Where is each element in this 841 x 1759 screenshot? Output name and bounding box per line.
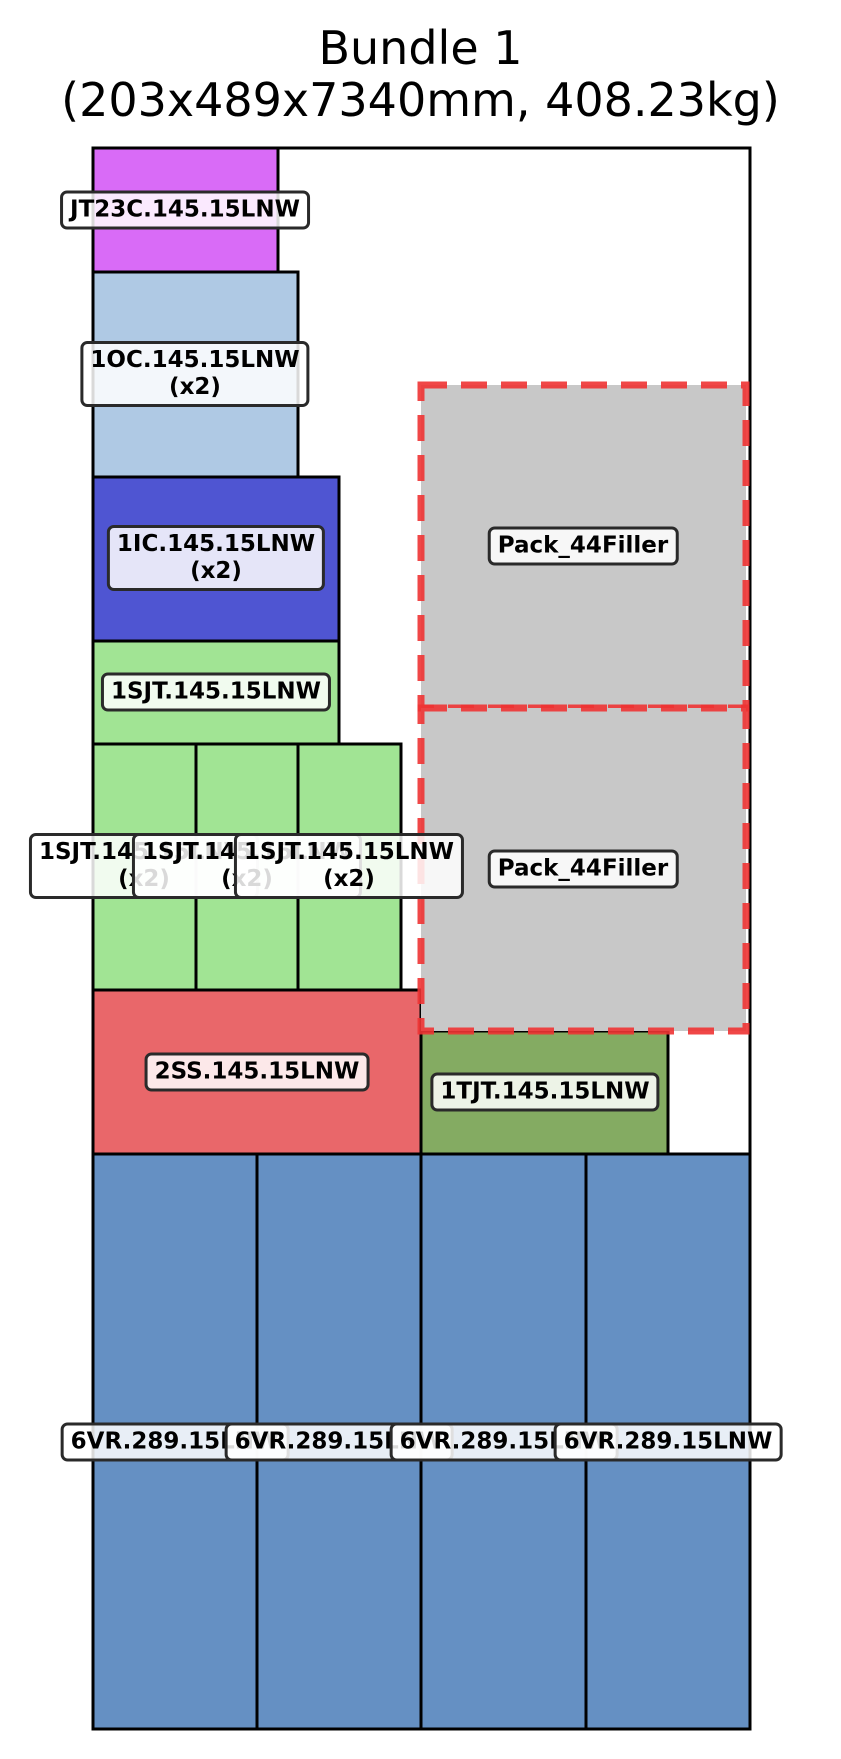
bundle-title: Bundle 1 (203x489x7340mm, 408.23kg) xyxy=(0,22,841,126)
label-ss-text: 2SS.145.15LNW xyxy=(154,1058,360,1085)
label-sjt-top-text: 1SJT.145.15LNW xyxy=(110,678,322,705)
label-sjt-top: 1SJT.145.15LNW xyxy=(100,672,332,712)
bundle-title-name: Bundle 1 xyxy=(318,21,523,75)
label-sjt-col-3-qty: (x2) xyxy=(323,866,375,892)
label-tjt-text: 1TJT.145.15LNW xyxy=(440,1078,650,1105)
label-oc: 1OC.145.15LNW (x2) xyxy=(80,341,310,407)
label-ic-text: 1IC.145.15LNW xyxy=(116,531,316,557)
label-vr-4: 6VR.289.15LNW xyxy=(553,1422,783,1462)
bundle-title-dims: (203x489x7340mm, 408.23kg) xyxy=(61,73,780,127)
label-ic-qty: (x2) xyxy=(190,558,242,584)
label-sjt-col-3-text: 1SJT.145.15LNW xyxy=(243,839,455,865)
label-filler-top-text: Pack_44Filler xyxy=(497,532,669,559)
label-ss: 2SS.145.15LNW xyxy=(144,1052,370,1092)
label-filler-bottom-text: Pack_44Filler xyxy=(497,855,669,882)
label-jt23c-text: JT23C.145.15LNW xyxy=(70,196,300,223)
label-oc-qty: (x2) xyxy=(169,374,221,400)
label-jt23c: JT23C.145.15LNW xyxy=(60,190,310,230)
label-oc-text: 1OC.145.15LNW xyxy=(90,347,300,373)
label-tjt: 1TJT.145.15LNW xyxy=(430,1072,660,1112)
label-vr-4-text: 6VR.289.15LNW xyxy=(563,1428,773,1455)
label-filler-top: Pack_44Filler xyxy=(487,526,679,566)
label-ic: 1IC.145.15LNW (x2) xyxy=(106,525,326,591)
label-sjt-col-3: 1SJT.145.15LNW (x2) xyxy=(233,833,465,899)
label-filler-bottom: Pack_44Filler xyxy=(487,849,679,889)
